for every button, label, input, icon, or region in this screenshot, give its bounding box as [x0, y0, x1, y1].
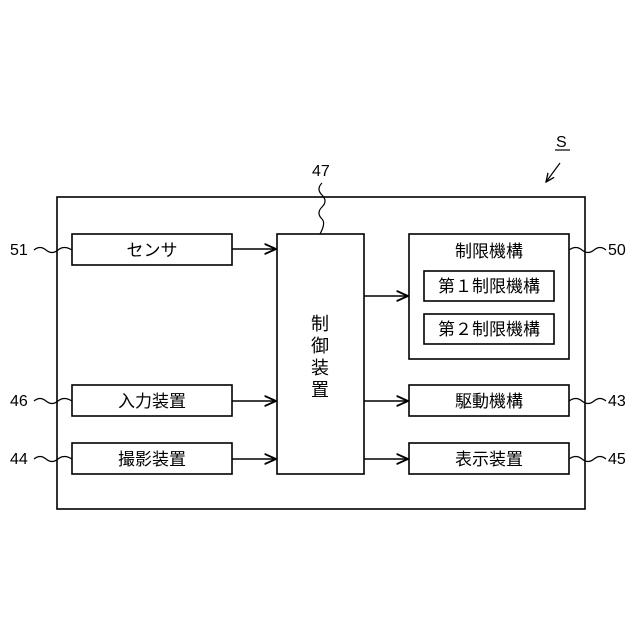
input-device-ref: 46 [10, 393, 28, 410]
control-device-char-2: 御 [311, 336, 329, 357]
imaging-device-label: 撮影装置 [118, 450, 186, 470]
control-device-char-3: 装 [311, 358, 329, 379]
restriction-mechanism-label: 制限機構 [455, 242, 523, 262]
input-device-label: 入力装置 [118, 392, 186, 412]
display-device-label: 表示装置 [455, 450, 523, 470]
display-device-ref: 45 [608, 451, 626, 468]
figure-label: S [556, 134, 567, 151]
control-device-char-1: 制 [311, 314, 329, 335]
figure-label-arrow [546, 163, 560, 182]
sensor-ref: 51 [10, 242, 28, 259]
drive-mechanism-label: 駆動機構 [455, 392, 523, 412]
first-restriction-label: 第１制限機構 [438, 277, 540, 297]
control-device-char-4: 置 [311, 380, 329, 401]
drive-mechanism-ref: 43 [608, 393, 626, 410]
imaging-device-ref: 44 [10, 451, 28, 468]
sensor-label: センサ [127, 241, 178, 261]
second-restriction-label: 第２制限機構 [438, 320, 540, 340]
control-device-ref: 47 [312, 163, 330, 180]
restriction-mechanism-ref: 50 [608, 242, 626, 259]
